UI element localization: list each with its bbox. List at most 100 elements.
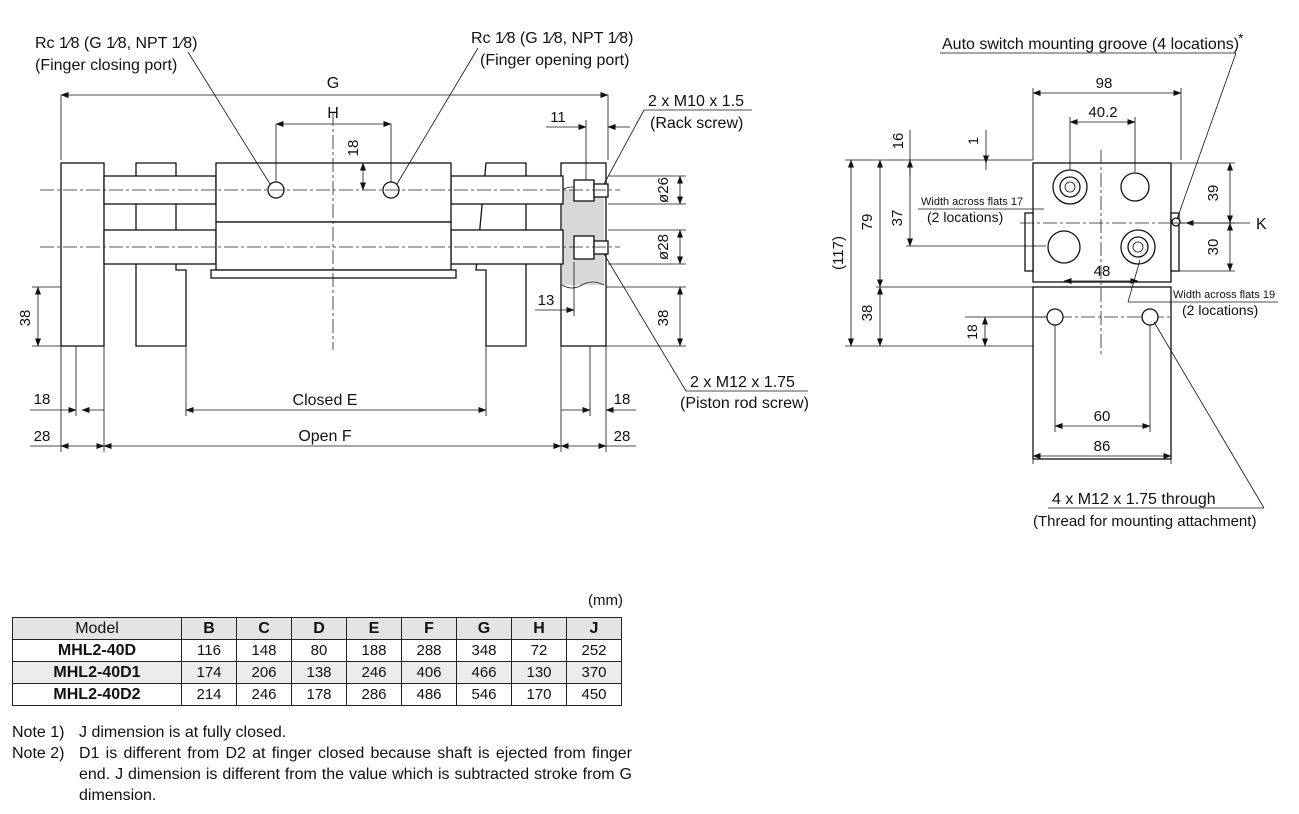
col-header: G: [456, 617, 512, 640]
table-cell: 206: [236, 661, 292, 684]
dim-37: 37: [889, 210, 906, 227]
dim-dia-upper: ø26: [655, 177, 672, 203]
view-k-label: K: [1256, 216, 1267, 233]
table-cell: 130: [511, 661, 567, 684]
gripper-body: [215, 162, 452, 223]
dim-98: 98: [1096, 75, 1113, 92]
note-text: J dimension is at fully closed.: [79, 724, 287, 741]
table-cell: 148: [236, 639, 292, 662]
dim-86: 86: [1094, 438, 1111, 455]
technical-drawing: G H 18 11 ø26 ø28 13 38 38: [17, 30, 1278, 530]
dim-40-2: 40.2: [1088, 104, 1117, 121]
col-header: C: [236, 617, 292, 640]
note-item: Note 1) J dimension is at fully closed.: [12, 722, 632, 743]
table-row: MHL2-40D2 214 246 178 286 486 546 170 45…: [12, 683, 622, 706]
table-cell: MHL2-40D: [12, 639, 182, 662]
table-cell: 138: [291, 661, 347, 684]
flats17-label: Width across flats 17: [921, 196, 1023, 208]
table-cell: 486: [401, 683, 457, 706]
table-cell: 348: [456, 639, 512, 662]
opening-port-desc: (Finger opening port): [480, 52, 629, 69]
piston-rod-desc: (Piston rod screw): [680, 395, 809, 412]
dim-79: 79: [859, 214, 876, 231]
dim-dia-lower: ø28: [655, 234, 672, 260]
opening-port-label: Rc 1⁄8 (G 1⁄8, NPT 1⁄8): [471, 30, 633, 47]
table-cell: 214: [181, 683, 237, 706]
unit-label: (mm): [588, 592, 623, 609]
dim-30: 30: [1205, 239, 1222, 256]
dim-rod-offset: 13: [538, 292, 555, 309]
table-cell: 370: [566, 661, 622, 684]
table-cell: 466: [456, 661, 512, 684]
table-cell: 450: [566, 683, 622, 706]
note-item: Note 2) D1 is different from D2 at finge…: [12, 743, 632, 806]
dim-18-side: 18: [964, 324, 980, 340]
col-header: E: [346, 617, 402, 640]
dim-38-side: 38: [859, 305, 876, 322]
dim-60: 60: [1094, 408, 1111, 425]
rack-screw-label: 2 x M10 x 1.5: [648, 93, 744, 110]
dim-open-f: Open F: [298, 428, 352, 445]
table-row: MHL2-40D1 174 206 138 246 406 466 130 37…: [12, 661, 622, 684]
col-header: B: [181, 617, 237, 640]
table-row: MHL2-40D 116 148 80 188 288 348 72 252: [12, 639, 622, 662]
table-cell: 116: [181, 639, 237, 662]
closing-port-label: Rc 1⁄8 (G 1⁄8, NPT 1⁄8): [35, 35, 197, 52]
col-header: J: [566, 617, 622, 640]
table-cell: MHL2-40D2: [12, 683, 182, 706]
table-cell: 178: [291, 683, 347, 706]
flats17-desc: (2 locations): [927, 209, 1003, 225]
flats19-label: Width across flats 19: [1173, 289, 1275, 301]
note-label: Note 1): [12, 724, 65, 741]
dim-1: 1: [965, 137, 981, 145]
table-cell: 72: [511, 639, 567, 662]
table-cell: 246: [346, 661, 402, 684]
note-text: D1 is different from D2 at finger closed…: [79, 745, 632, 804]
dim-16: 16: [890, 133, 907, 150]
note-label: Note 2): [12, 745, 65, 762]
dim-closed-e: Closed E: [293, 392, 358, 409]
dim-jaw-left: 18: [34, 391, 51, 408]
dim-39: 39: [1205, 185, 1222, 202]
table-cell: 174: [181, 661, 237, 684]
dim-rack-offset: 11: [550, 109, 566, 126]
dim-end-left: 28: [34, 428, 51, 445]
side-view: 98 40.2 Auto switch mounting groove (4 l…: [830, 30, 1278, 530]
gripper-body-lower: [215, 221, 452, 271]
notes: Note 1) J dimension is at fully closed. …: [12, 722, 632, 806]
dim-h: H: [327, 105, 339, 122]
mount-thread-label: 4 x M12 x 1.75 through: [1052, 491, 1216, 508]
dimension-table: Model B C D E F G H J MHL2-40D 116 148 8…: [12, 617, 622, 706]
dim-end-right: 28: [614, 428, 631, 445]
table-cell: 80: [291, 639, 347, 662]
col-header: H: [511, 617, 567, 640]
groove-label: Auto switch mounting groove (4 locations…: [942, 36, 1239, 53]
flats19-desc: (2 locations): [1182, 302, 1258, 318]
table-cell: 288: [401, 639, 457, 662]
table-cell: 188: [346, 639, 402, 662]
col-header: Model: [12, 617, 182, 640]
table-cell: 246: [236, 683, 292, 706]
rack-screw-desc: (Rack screw): [650, 115, 743, 132]
col-header: F: [401, 617, 457, 640]
closing-port-desc: (Finger closing port): [35, 57, 177, 74]
table-cell: 406: [401, 661, 457, 684]
piston-rod-label: 2 x M12 x 1.75: [690, 374, 795, 391]
dim-g: G: [327, 75, 339, 92]
dim-jaw-right: 18: [614, 391, 631, 408]
table-cell: 170: [511, 683, 567, 706]
mount-thread-desc: (Thread for mounting attachment): [1033, 513, 1256, 530]
dim-48: 48: [1094, 263, 1111, 280]
table-header-row: Model B C D E F G H J: [12, 617, 622, 640]
front-view: G H 18 11 ø26 ø28 13 38 38: [17, 30, 809, 452]
left-end-plate: [60, 162, 105, 347]
groove-mark: *: [1238, 30, 1244, 46]
table-cell: 252: [566, 639, 622, 662]
col-header: D: [291, 617, 347, 640]
dim-height-left: 38: [17, 310, 34, 327]
body-rail: [210, 269, 457, 279]
table-cell: 286: [346, 683, 402, 706]
dim-height-right: 38: [655, 310, 672, 327]
dim-117: (117): [830, 236, 847, 270]
dim-h-offset: 18: [345, 140, 362, 157]
